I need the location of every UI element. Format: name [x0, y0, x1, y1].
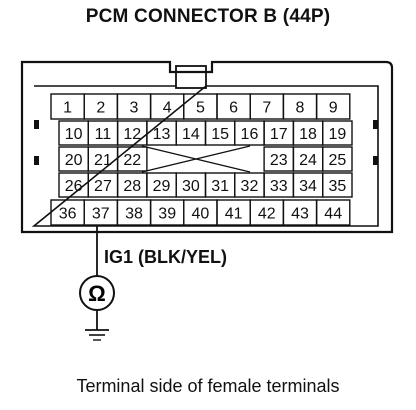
terminal-label-32: 32	[241, 178, 259, 195]
terminal-label-23: 23	[270, 152, 288, 169]
terminal-label-34: 34	[299, 178, 317, 195]
ohm-symbol: Ω	[88, 281, 106, 306]
terminal-cell-19	[322, 120, 353, 146]
ohmmeter-icon: Ω	[79, 275, 115, 311]
terminal-label-11: 11	[95, 126, 112, 143]
terminal-label-17: 17	[270, 126, 288, 143]
terminal-label-42: 42	[258, 206, 276, 223]
terminal-label-36: 36	[59, 206, 77, 223]
terminal-label-2: 2	[96, 100, 105, 117]
terminal-label-10: 10	[65, 126, 83, 143]
terminal-cell-35	[322, 172, 353, 198]
terminal-label-5: 5	[196, 100, 205, 117]
terminal-cell-44	[315, 199, 351, 226]
terminal-label-31: 31	[211, 178, 229, 195]
diagram-caption: Terminal side of female terminals	[76, 376, 340, 396]
terminal-label-22: 22	[123, 152, 141, 169]
lock-tab	[175, 65, 207, 89]
terminal-label-40: 40	[192, 206, 210, 223]
terminal-cell-9	[315, 93, 351, 120]
connector-inner-body	[31, 85, 379, 227]
ground-icon	[85, 329, 109, 341]
terminal-label-19: 19	[328, 126, 346, 143]
left-latch-lower	[34, 156, 39, 165]
terminal-label-12: 12	[123, 126, 141, 143]
terminal-label-13: 13	[153, 126, 171, 143]
diagram-title: PCM CONNECTOR B (44P)	[85, 6, 331, 27]
terminal-label-14: 14	[182, 126, 200, 143]
terminal-label-20: 20	[65, 152, 83, 169]
terminal-label-24: 24	[299, 152, 317, 169]
terminal-label-1: 1	[63, 100, 72, 117]
terminal-label-38: 38	[125, 206, 143, 223]
terminal-label-6: 6	[229, 100, 238, 117]
terminal-label-7: 7	[262, 100, 271, 117]
terminal-label-16: 16	[241, 126, 259, 143]
terminal-label-28: 28	[123, 178, 141, 195]
terminal-label-39: 39	[158, 206, 176, 223]
terminal-label-41: 41	[225, 206, 243, 223]
terminal-label-15: 15	[211, 126, 229, 143]
left-latch	[34, 120, 39, 129]
terminal-label-27: 27	[94, 178, 112, 195]
terminal-label-4: 4	[163, 100, 172, 117]
terminal-label-33: 33	[270, 178, 288, 195]
terminal-label-37: 37	[92, 206, 110, 223]
terminal-label-9: 9	[329, 100, 338, 117]
terminal-label-18: 18	[299, 126, 317, 143]
terminal-label-30: 30	[182, 178, 200, 195]
blank-area-x	[141, 145, 251, 173]
terminal-cell-25	[322, 146, 353, 172]
terminal-label-21: 21	[94, 152, 112, 169]
terminal-cell-22	[116, 146, 148, 172]
terminal-label-26: 26	[65, 178, 83, 195]
connector-housing	[20, 60, 394, 234]
right-latch	[373, 120, 378, 129]
terminal-label-44: 44	[324, 206, 342, 223]
terminal-label-43: 43	[291, 206, 309, 223]
terminal-label-25: 25	[328, 152, 346, 169]
terminal-label-3: 3	[130, 100, 139, 117]
right-latch-lower	[373, 156, 378, 165]
terminal-label-35: 35	[328, 178, 346, 195]
terminal-label-8: 8	[296, 100, 305, 117]
wire-label: IG1 (BLK/YEL)	[104, 247, 228, 267]
terminal-label-29: 29	[153, 178, 171, 195]
